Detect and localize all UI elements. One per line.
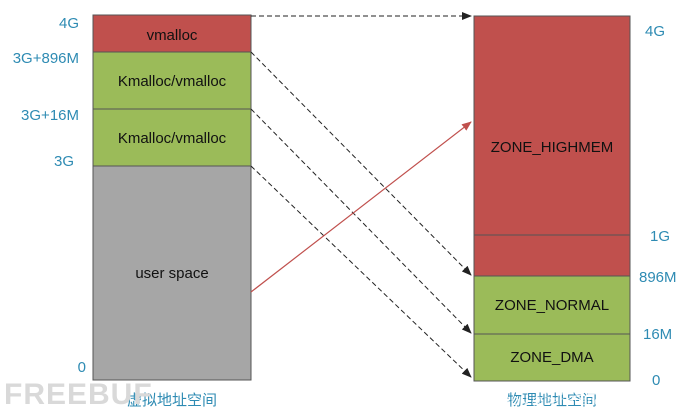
kmalloc-vmalloc-upper-label: Kmalloc/vmalloc [118, 73, 227, 90]
physical-addr-1g: 1G [650, 228, 670, 245]
virtual-address-labels: 4G 3G+896M 3G+16M 3G 0 [13, 15, 86, 376]
user-space-to-highmem-arrow [250, 121, 472, 293]
virtual-address-space: vmalloc Kmalloc/vmalloc Kmalloc/vmalloc … [92, 14, 252, 381]
physical-addr-4g: 4G [645, 23, 665, 40]
user-space-label: user space [135, 265, 208, 282]
physical-addr-16m: 16M [643, 326, 672, 343]
zone-normal-region [473, 275, 631, 335]
zone-normal-label: ZONE_NORMAL [495, 297, 609, 314]
virtual-addr-3g-896m: 3G+896M [13, 50, 79, 67]
physical-address-space: ZONE_HIGHMEM ZONE_NORMAL ZONE_DMA [473, 15, 631, 382]
physical-address-labels: 4G 1G 896M 16M 0 [639, 23, 677, 389]
zhihu-watermark: 知乎 @兰新宇 [541, 381, 629, 397]
freebuf-watermark-logo: FREEBUF [4, 378, 153, 411]
zone-highmem-label: ZONE_HIGHMEM [491, 139, 614, 156]
virtual-addr-3g: 3G [54, 153, 74, 170]
zone-dma-region [473, 333, 631, 382]
zone-highmem-region [473, 15, 631, 277]
vmalloc-region [92, 14, 252, 53]
mapping-arrows [250, 12, 472, 378]
physical-address-space-caption: 物理地址空间 [507, 391, 597, 409]
user-space-region [92, 165, 252, 381]
virtual-addr-0: 0 [78, 359, 86, 376]
physical-addr-0: 0 [652, 372, 660, 389]
csdn-watermark: CSDN @DanHuangXiao [494, 394, 625, 408]
kmalloc-vmalloc-lower-region [92, 108, 252, 167]
physical-addr-896m: 896M [639, 269, 677, 286]
kmalloc-vmalloc-upper-region [92, 51, 252, 110]
kmalloc-vmalloc-lower-label: Kmalloc/vmalloc [118, 130, 227, 147]
virtual-address-space-caption: 虚拟地址空间 [127, 391, 217, 409]
virtual-addr-4g: 4G [59, 15, 79, 32]
watermarks: FREEBUF 知乎 @兰新宇 CSDN @DanHuangXiao [4, 378, 629, 411]
vmalloc-region-label: vmalloc [147, 27, 198, 44]
virtual-addr-3g-16m: 3G+16M [21, 107, 79, 124]
kmalloc-16m-to-normal-bottom-arrow [250, 108, 472, 334]
zone-dma-label: ZONE_DMA [510, 349, 593, 366]
kmalloc-3g-to-dma-bottom-arrow [250, 165, 472, 378]
kmalloc-896m-to-normal-top-arrow [250, 51, 472, 276]
